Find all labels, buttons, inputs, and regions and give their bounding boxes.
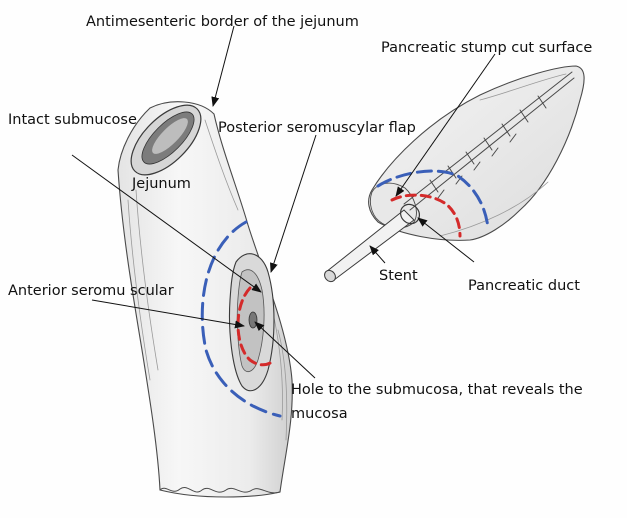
label-hole-line2: mucosa <box>291 406 348 422</box>
leader-stent <box>370 246 385 263</box>
label-anterior-seromuscular: Anterior seromu scular <box>8 283 174 299</box>
label-stent: Stent <box>379 268 418 284</box>
leader-posterior-flap <box>271 135 316 272</box>
pancreas-drawing <box>322 66 584 284</box>
label-jejunum: Jejunum <box>131 176 191 192</box>
label-hole-line1: Hole to the submucosa, that reveals the <box>291 382 583 398</box>
label-intact-submucose: Intact submucose <box>8 112 137 128</box>
label-antimesenteric-border: Antimesenteric border of the jejunum <box>86 14 359 30</box>
submucosa-hole <box>249 312 257 328</box>
label-posterior-seromuscular-flap: Posterior seromuscylar flap <box>218 120 416 136</box>
label-pancreatic-stump-cut-surface: Pancreatic stump cut surface <box>381 40 592 56</box>
label-pancreatic-duct: Pancreatic duct <box>468 278 580 294</box>
leader-antimesenteric <box>213 26 234 106</box>
